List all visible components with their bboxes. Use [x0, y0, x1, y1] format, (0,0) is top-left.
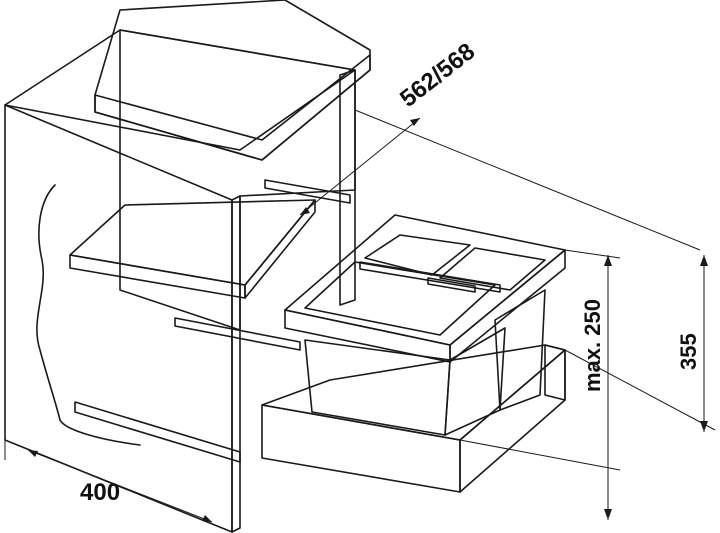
cutaway-wavy-line — [36, 184, 141, 446]
dimension-lines — [4, 109, 716, 532]
cabinet-left-panel — [4, 104, 233, 533]
width-label: 400 — [80, 479, 120, 506]
bin-opening-large — [304, 261, 496, 336]
shelf — [69, 179, 351, 299]
height-arrow-bottom — [700, 421, 708, 432]
base-tray-front — [261, 404, 461, 493]
shelf-side-edge — [244, 199, 316, 299]
width-arrow-right — [202, 515, 212, 522]
height-label: 355 — [676, 333, 701, 370]
depth-arrow-top — [410, 118, 420, 126]
cabinet-back-wall — [119, 29, 356, 331]
worktop-edge — [94, 54, 371, 161]
mid-rail — [174, 317, 301, 351]
maxheight-arrow-top — [604, 255, 612, 266]
bin-frame-side — [449, 249, 566, 363]
bin-divider-bar — [359, 261, 501, 293]
worktop-slab — [94, 0, 371, 161]
cabinet-left-panel-edge — [231, 195, 241, 533]
maxheight-extension-top — [564, 249, 621, 259]
bin-opening-rear-right — [439, 247, 546, 291]
depth-dimension-line — [299, 117, 421, 216]
depth-extension-line-top — [354, 109, 701, 251]
cabinet — [4, 0, 371, 533]
depth-arrow-bottom — [300, 207, 310, 215]
bin-frame-front — [284, 309, 451, 363]
rear-bin-body — [494, 289, 546, 411]
cabinet-top-rail — [4, 29, 356, 151]
max-height-label: max. 250 — [580, 299, 605, 392]
bottom-rail-left — [74, 401, 241, 463]
width-dimension-line — [27, 449, 213, 523]
bin-opening-rear-left — [364, 234, 471, 276]
bottom-rails — [74, 317, 301, 463]
shelf-front-edge — [69, 254, 246, 299]
bin-handle-bar — [427, 277, 476, 293]
shelf-top — [69, 199, 316, 286]
main-bin-body — [304, 339, 451, 436]
main-bin-side — [444, 327, 506, 436]
upper-slide-rail — [264, 179, 351, 204]
bins — [284, 214, 566, 436]
height-extension-bottom — [564, 349, 716, 431]
cabinet-right-post — [339, 69, 356, 306]
maxheight-extension-bottom — [459, 439, 621, 471]
width-arrow-left — [28, 450, 38, 457]
pullout-frame — [261, 344, 566, 493]
depth-label: 562/568 — [395, 38, 480, 113]
height-arrow-top — [700, 255, 708, 266]
frame-upright — [544, 344, 566, 401]
maxheight-arrow-bottom — [604, 509, 612, 520]
